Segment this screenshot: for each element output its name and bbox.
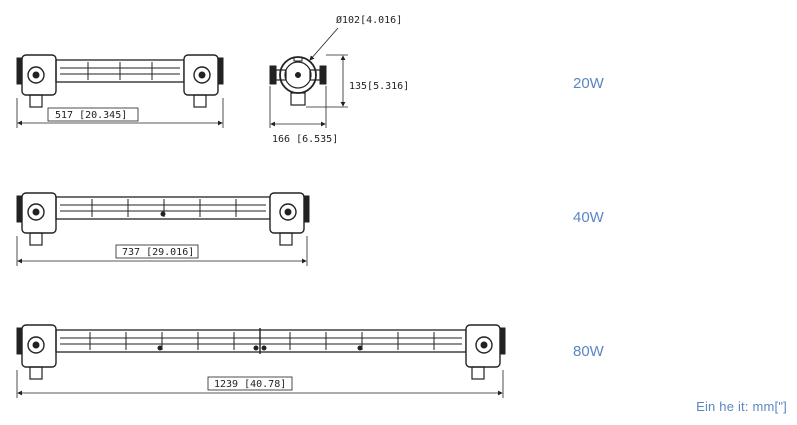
fixture-40w — [16, 192, 310, 266]
length-label-80w: 1239 [40.78] — [214, 379, 286, 390]
wattage-label-80w: 80W — [573, 343, 604, 360]
fixture-80w — [16, 324, 506, 398]
diameter-label: Ø102[4.016] — [336, 14, 402, 26]
end-view — [269, 27, 348, 128]
length-label-20w: 517 [20.345] — [55, 110, 127, 121]
height-label: 135[5.316] — [349, 81, 409, 92]
fixture-20w — [16, 54, 224, 128]
wattage-label-20w: 20W — [573, 75, 604, 92]
wattage-label-40w: 40W — [573, 209, 604, 226]
width-label: 166 [6.535] — [272, 134, 338, 145]
unit-label: Ein he it: mm["] — [696, 399, 787, 414]
length-label-40w: 737 [29.016] — [122, 247, 194, 258]
